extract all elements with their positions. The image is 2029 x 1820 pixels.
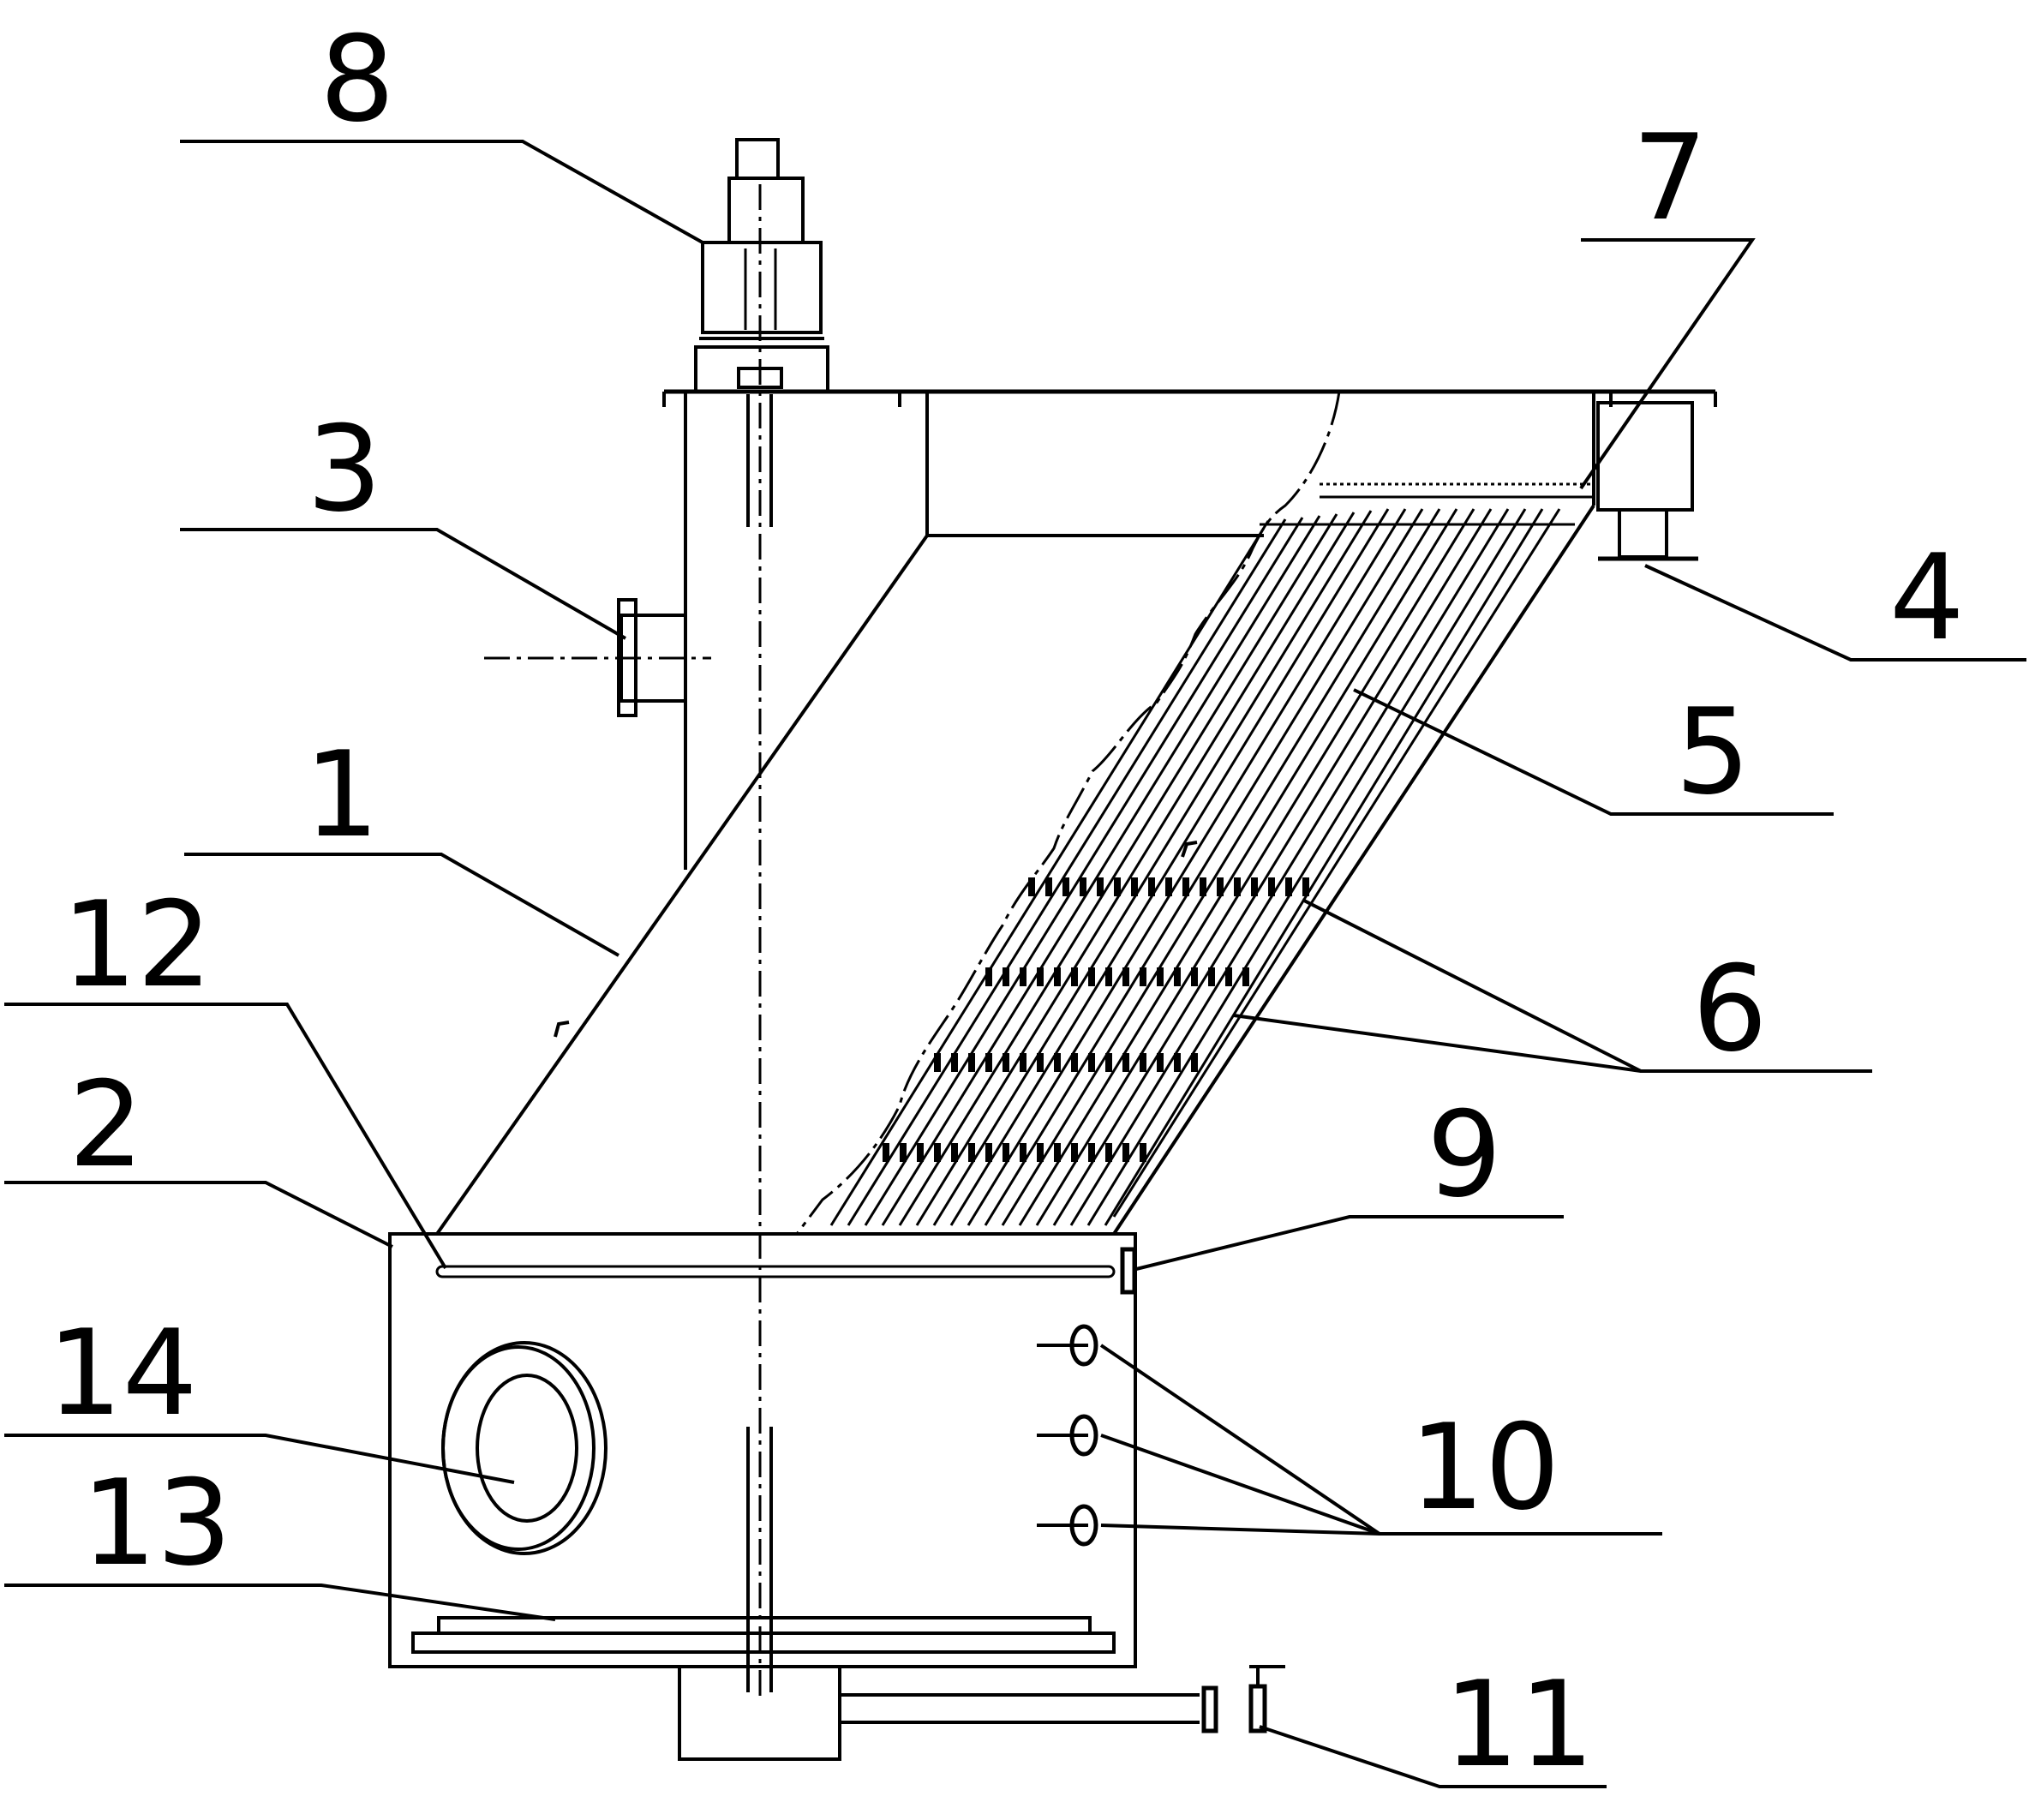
heating-coils bbox=[883, 877, 1320, 1162]
part-labels: 8 3 1 12 2 14 13 7 4 5 6 9 10 11 bbox=[47, 10, 1965, 1793]
inclined-body bbox=[435, 534, 1198, 1236]
label-10: 10 bbox=[1410, 1398, 1560, 1536]
lower-tank bbox=[388, 1232, 1137, 1668]
drive-motor bbox=[694, 138, 829, 393]
label-5: 5 bbox=[1675, 683, 1751, 821]
center-shaft bbox=[746, 184, 773, 1701]
label-11: 11 bbox=[1444, 1655, 1595, 1793]
label-1: 1 bbox=[304, 726, 380, 864]
label-12: 12 bbox=[62, 876, 212, 1014]
label-14: 14 bbox=[47, 1304, 198, 1442]
inlet-nozzle-3 bbox=[484, 598, 711, 717]
vessel-top bbox=[662, 389, 1717, 870]
tube-bundle bbox=[795, 391, 1595, 1236]
label-2: 2 bbox=[69, 1056, 144, 1194]
label-6: 6 bbox=[1692, 940, 1768, 1078]
header-box bbox=[1320, 392, 1595, 506]
leader-lines bbox=[4, 140, 2026, 1788]
label-9: 9 bbox=[1427, 1086, 1502, 1224]
label-8: 8 bbox=[320, 10, 395, 148]
bottom-drain bbox=[678, 1665, 1285, 1761]
label-7: 7 bbox=[1632, 109, 1708, 247]
outlet-nozzle-4 bbox=[1596, 401, 1698, 561]
sample-valves bbox=[1037, 1324, 1098, 1547]
label-3: 3 bbox=[307, 400, 382, 538]
tube-lines bbox=[829, 508, 1561, 1226]
label-4: 4 bbox=[1889, 529, 1965, 667]
label-13: 13 bbox=[81, 1454, 232, 1592]
